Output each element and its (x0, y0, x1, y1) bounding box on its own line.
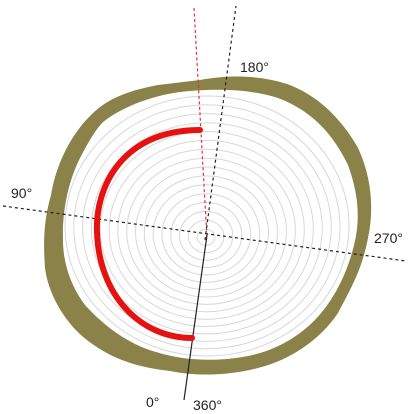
highlight-arc (93, 127, 203, 341)
growth-ring (135, 166, 278, 298)
growth-ring (117, 148, 296, 313)
label-360-degrees: 360° (193, 397, 222, 413)
growth-ring (170, 202, 243, 268)
axis-line-90-270 (2, 205, 407, 262)
growth-ring (161, 193, 252, 276)
label-180-degrees: 180° (240, 59, 269, 75)
label-270-degrees: 270° (374, 230, 403, 246)
growth-ring (126, 157, 288, 305)
axis-line-0-360 (183, 234, 208, 401)
growth-ring (64, 95, 350, 357)
label-0-degrees: 0° (146, 394, 159, 410)
growth-ring (152, 184, 261, 283)
label-90-degrees: 90° (11, 185, 32, 201)
growth-ring (90, 122, 323, 335)
growth-ring (108, 139, 305, 320)
growth-ring (179, 210, 234, 261)
growth-ring (99, 131, 314, 327)
growth-ring (143, 175, 269, 291)
growth-ring (82, 113, 332, 342)
growth-ring (73, 104, 341, 350)
